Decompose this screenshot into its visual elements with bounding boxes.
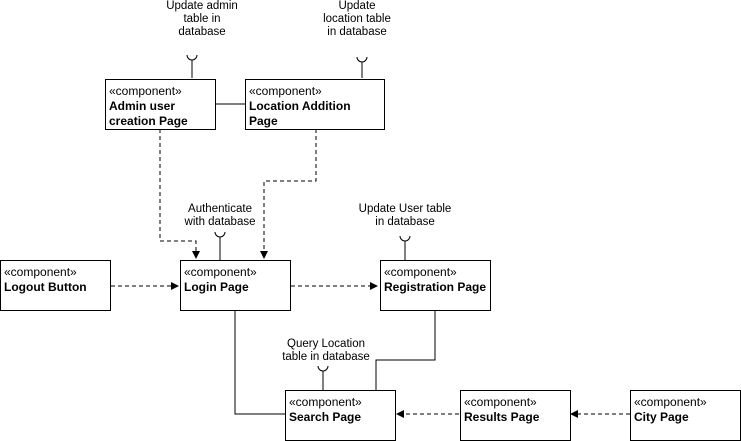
results-page-component: «component» Results Page — [460, 390, 571, 441]
registration-page-component: «component» Registration Page — [380, 260, 491, 311]
component-name: Login Page — [184, 280, 249, 294]
update-admin-note: Update admin table in database — [166, 0, 238, 38]
query-location-note: Query Location table in database — [282, 338, 370, 363]
update-location-socket — [356, 56, 368, 78]
city-page-component: «component» City Page — [630, 390, 741, 441]
component-name: Search Page — [289, 410, 362, 424]
login-to-search-link — [234, 311, 285, 415]
update-user-note: Update User table in database — [358, 203, 452, 228]
location-addition-component: «component» Location Addition Page — [245, 79, 385, 130]
admin-to-login-dependency — [159, 129, 200, 259]
component-name: Logout Button — [4, 280, 87, 294]
authenticate-note: Authenticate with database — [184, 203, 256, 228]
update-admin-socket — [186, 54, 198, 78]
component-name: Location Addition Page — [249, 99, 351, 128]
component-name: Results Page — [464, 410, 540, 424]
stereotype-label: «component» — [384, 265, 457, 279]
stereotype-label: «component» — [184, 265, 257, 279]
stereotype-label: «component» — [289, 395, 362, 409]
component-name: City Page — [634, 410, 689, 424]
login-page-component: «component» Login Page — [180, 260, 291, 311]
component-name: Registration Page — [384, 280, 487, 294]
component-name: Admin user creation Page — [109, 99, 188, 128]
logout-button-component: «component» Logout Button — [0, 260, 111, 311]
stereotype-label: «component» — [634, 395, 707, 409]
location-to-login-dependency — [260, 129, 317, 259]
stereotype-label: «component» — [464, 395, 537, 409]
admin-user-creation-component: «component» Admin user creation Page — [105, 79, 216, 130]
update-location-note: Update location table in database — [323, 0, 391, 38]
query-location-socket — [317, 365, 329, 390]
search-page-component: «component» Search Page — [285, 390, 396, 441]
stereotype-label: «component» — [109, 84, 182, 98]
stereotype-label: «component» — [4, 265, 77, 279]
authenticate-socket — [214, 231, 226, 260]
stereotype-label: «component» — [249, 84, 322, 98]
update-user-socket — [399, 235, 411, 260]
registration-to-search-link — [375, 311, 436, 390]
